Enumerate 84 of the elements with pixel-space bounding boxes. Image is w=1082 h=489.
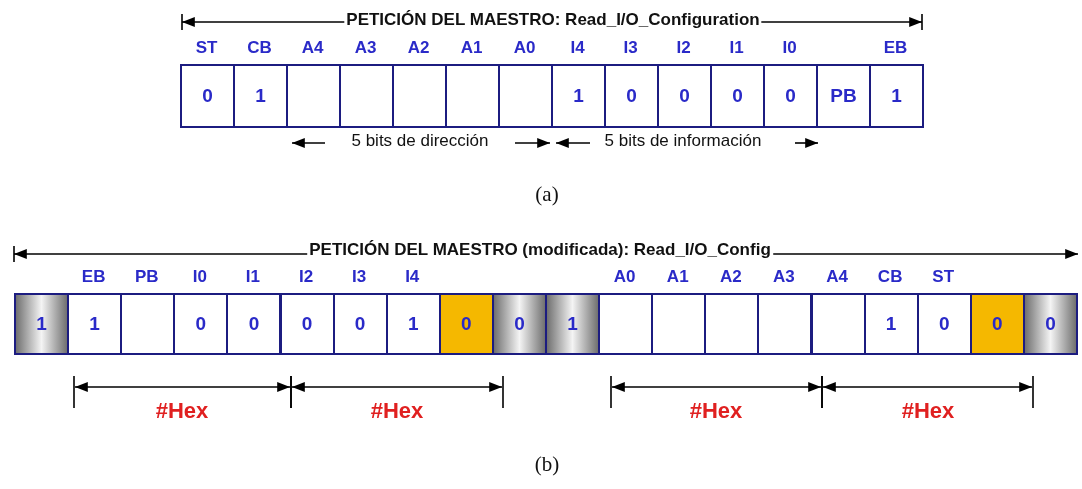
bit-name: A2: [718, 267, 743, 287]
bit-cell: [551, 64, 606, 128]
empty-bit-cell: [810, 293, 866, 355]
bit-value: 0: [938, 313, 950, 335]
bit-name: I2: [297, 267, 315, 287]
bit-cell: [438, 293, 494, 355]
bit-value: 1: [255, 85, 266, 107]
bit-cell: [332, 293, 388, 355]
bit-name: PB: [133, 267, 160, 287]
bit-name: I4: [569, 38, 586, 58]
bit-cell: [604, 64, 659, 128]
bit-value: 0: [732, 85, 743, 107]
empty-bit-cell: [339, 64, 394, 128]
bit-name: A1: [459, 38, 484, 58]
bit-name: A0: [612, 267, 637, 287]
frame-title: PETICIÓN DEL MAESTRO (modificada): Read_I/O_Config: [307, 240, 773, 260]
bit-value: 0: [202, 85, 213, 107]
bit-name: I1: [728, 38, 745, 58]
bit-name: EB: [80, 267, 107, 287]
bit-value: PB: [830, 85, 857, 107]
bit-name: I0: [781, 38, 798, 58]
bit-cell: [869, 64, 924, 128]
bit-value: 1: [573, 85, 584, 107]
bit-cell: [545, 293, 601, 355]
bit-cell: [816, 64, 871, 128]
bit-cell: [173, 293, 229, 355]
bit-cell: [657, 64, 712, 128]
empty-bit-cell: [704, 293, 760, 355]
bit-cell: [279, 293, 335, 355]
empty-bit-cell: [498, 64, 553, 128]
bit-value: 0: [354, 313, 366, 335]
bit-name: I1: [244, 267, 262, 287]
bit-cell: [710, 64, 765, 128]
bit-cell: [1022, 293, 1078, 355]
bit-cell: [180, 64, 235, 128]
bit-value: 1: [891, 85, 902, 107]
bit-name: I0: [191, 267, 208, 287]
bit-name: ST: [194, 38, 219, 58]
bit-cell: [14, 293, 70, 355]
bit-name: A4: [300, 38, 325, 58]
bit-cell: [67, 293, 123, 355]
bit-value: 1: [567, 313, 578, 335]
empty-bit-cell: [445, 64, 500, 128]
bit-value: 0: [514, 313, 525, 335]
frame-title: PETICIÓN DEL MAESTRO: Read_I/O_Configuration: [344, 10, 762, 30]
bit-cell: [763, 64, 818, 128]
bit-cell: [863, 293, 919, 355]
bit-cell: [226, 293, 282, 355]
bit-cell: [969, 293, 1025, 355]
bit-name: A3: [353, 38, 378, 58]
bit-value: 0: [785, 85, 796, 107]
bit-name: A2: [406, 38, 431, 58]
bit-cell: [233, 64, 288, 128]
bit-value: 0: [626, 85, 637, 107]
bit-value: 0: [301, 313, 313, 335]
empty-bit-cell: [120, 293, 176, 355]
bit-value: 0: [461, 313, 472, 335]
bit-name: A0: [512, 38, 537, 58]
bit-name: A3: [772, 267, 796, 287]
empty-bit-cell: [651, 293, 707, 355]
bit-name: I2: [675, 38, 692, 58]
bit-name: I3: [351, 267, 368, 287]
bit-value: 0: [992, 313, 1003, 335]
empty-bit-cell: [757, 293, 813, 355]
bit-name: CB: [876, 267, 904, 287]
bit-name: EB: [882, 38, 909, 58]
empty-bit-cell: [392, 64, 447, 128]
bit-name: I3: [622, 38, 639, 58]
bit-name: A4: [825, 267, 849, 287]
bit-name: CB: [246, 38, 273, 58]
bit-value: 0: [248, 313, 260, 335]
empty-bit-cell: [286, 64, 341, 128]
bit-name: I4: [404, 267, 421, 287]
bit-value: 1: [89, 313, 100, 335]
bit-value: 1: [885, 313, 897, 335]
bit-value: 0: [1045, 313, 1056, 335]
bit-value: 0: [679, 85, 690, 107]
bit-value: 1: [407, 313, 419, 335]
bit-cell: [491, 293, 547, 355]
bit-value: 0: [195, 313, 207, 335]
bit-name: ST: [931, 267, 956, 287]
empty-bit-cell: [598, 293, 654, 355]
bit-value: 1: [36, 313, 47, 335]
bit-name: A1: [665, 267, 690, 287]
